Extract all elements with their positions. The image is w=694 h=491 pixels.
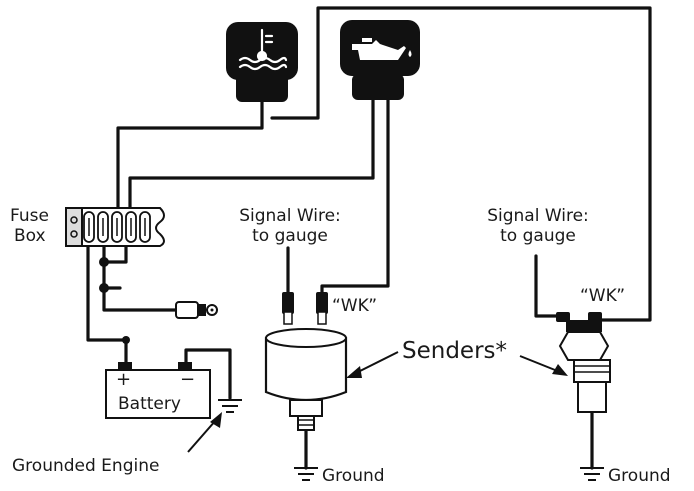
signal-wire-left-line1: Signal Wire: [239,206,341,226]
fuse-box-label-line2: Box [14,226,46,246]
signal-wire-left-line2: to gauge [252,226,328,246]
wk-label-right: “WK” [580,286,626,306]
wire-battery-ground [184,348,232,400]
wires [86,6,652,470]
battery [105,362,211,419]
battery-plus-label: + [116,369,132,390]
right-sender [556,312,611,413]
signal-wire-right-line1: Signal Wire: [487,206,589,226]
ground-label-left: Ground [322,466,385,486]
grounded-engine-label: Grounded Engine [12,456,160,476]
wire-temp-signal-loop [270,6,652,322]
fuse-box-label-line1: Fuse [10,206,49,226]
ground-label-right: Ground [608,466,671,486]
grounded-engine-arrow [187,412,222,453]
senders-label: Senders* [402,338,508,364]
wire-right-signal [534,254,558,318]
signal-wire-right-line2: to gauge [500,226,576,246]
wire-fuse-battery [86,236,128,364]
coolant-temperature-icon [238,28,288,71]
battery-label: Battery [118,394,181,414]
wk-label-left: “WK” [332,296,378,316]
temperature-gauge [226,22,298,102]
oil-pressure-gauge [340,20,420,100]
ignition-key-icon [175,301,218,319]
right-ground-symbol [580,467,604,481]
wire-temp-power [116,98,264,240]
left-sender [264,292,348,431]
senders-arrows [346,351,568,378]
battery-minus-label: − [180,369,196,390]
junction-dots [99,257,130,344]
oil-pressure-icon [352,38,412,60]
engine-ground-symbol [218,399,242,413]
fuse-box [65,207,165,247]
wire-oil-signal [320,96,390,302]
left-ground-symbol [294,467,318,481]
wire-fuse-ignition [102,236,178,312]
